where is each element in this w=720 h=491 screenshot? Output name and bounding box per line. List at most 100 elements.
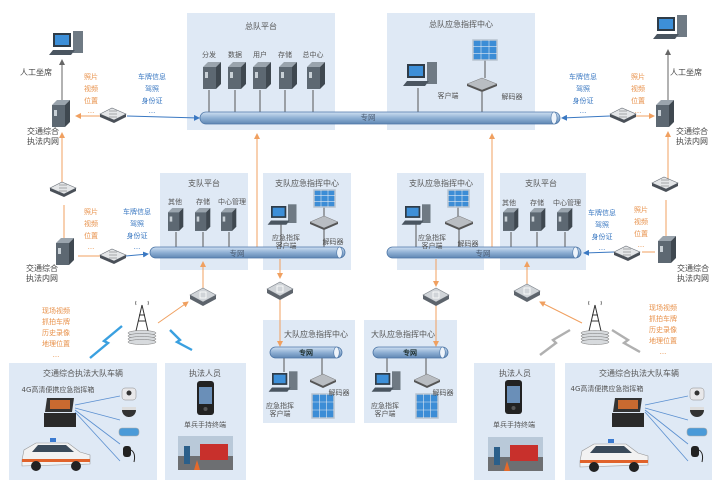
hq-command-title: 总队应急指挥中心 <box>429 20 493 29</box>
brigade-command-box <box>263 320 355 423</box>
decoder-icon <box>444 215 474 230</box>
rearview-mirror-icon <box>686 427 708 437</box>
field-photo <box>488 437 543 471</box>
field-data-label: 历史录像 <box>42 329 70 337</box>
media-label: 照片 <box>631 73 645 81</box>
vehicle-title: 交通综合执法大队车辆 <box>599 369 679 378</box>
server-icon <box>279 62 297 89</box>
intranet-label: 执法内网 <box>27 137 59 146</box>
server-label: 数据 <box>228 51 242 59</box>
router-icon <box>49 181 77 197</box>
seat-label: 人工坐席 <box>20 68 52 77</box>
server-icon <box>168 208 184 231</box>
media-label: 视频 <box>631 85 645 93</box>
client-label: 应急指挥 <box>371 402 399 410</box>
media-label: 视频 <box>634 218 648 226</box>
decoder-label: 解码器 <box>322 238 344 246</box>
info-label: ... <box>133 243 141 251</box>
ptz-camera-icon <box>689 387 705 401</box>
private-net-label: 专网 <box>360 113 376 122</box>
field-data-label: 地理位置 <box>649 337 677 345</box>
client-label: 客户端 <box>437 92 459 100</box>
server-label: 存储 <box>530 199 544 207</box>
device-link <box>74 395 121 406</box>
info-label: ... <box>579 107 587 115</box>
hq-platform-title: 总队平台 <box>245 22 277 31</box>
private-network-bus <box>149 246 346 259</box>
info-label: 驾照 <box>595 221 609 229</box>
field-data-label: 现场视频 <box>42 307 70 315</box>
media-label: ... <box>634 107 642 115</box>
switch-icon <box>266 281 294 300</box>
handheld-terminal-icon <box>505 380 522 414</box>
router-icon <box>613 245 641 261</box>
server-label: 存储 <box>278 51 292 59</box>
connection-line <box>561 114 611 121</box>
ptz-camera-icon <box>121 387 137 401</box>
detachment-platform-title: 支队平台 <box>525 179 557 188</box>
media-label: 视频 <box>84 220 98 228</box>
decoder-label: 解码器 <box>501 93 523 101</box>
server-icon <box>195 208 211 231</box>
server-icon <box>56 238 74 265</box>
brigade-command-title: 大队应急指挥中心 <box>284 330 348 339</box>
wireless-link-icon <box>539 328 571 356</box>
server-label: 中心管理 <box>553 199 581 207</box>
terminal-label: 单兵手持终端 <box>184 421 226 429</box>
server-icon <box>530 208 546 231</box>
field-photo <box>178 436 233 470</box>
private-net-label: 专网 <box>299 349 313 357</box>
intranet-label: 执法内网 <box>676 137 708 146</box>
client-label: 应急指挥 <box>272 234 300 242</box>
client-label: 客户端 <box>275 242 297 250</box>
server-label: 其他 <box>502 199 516 207</box>
router-icon <box>99 248 127 264</box>
decoder-label: 解码器 <box>457 240 479 248</box>
field-data-label: ... <box>659 348 667 356</box>
patrol-car-icon <box>21 438 91 471</box>
bus-end-cap <box>439 346 446 359</box>
bus-end-cap <box>336 246 343 259</box>
info-label: 身份证 <box>126 232 148 240</box>
media-label: 位置 <box>634 230 648 238</box>
client-label: 应急指挥 <box>266 402 294 410</box>
server-icon <box>228 62 246 89</box>
decoder-icon <box>309 215 339 230</box>
private-network-bus <box>372 346 449 359</box>
case-label: 4G高清便携应急指挥箱 <box>21 386 95 394</box>
intranet-label: 交通综合 <box>677 264 709 273</box>
private-net-label: 专网 <box>475 249 491 258</box>
bus-end-cap <box>333 346 340 359</box>
field-data-label: 历史录像 <box>649 326 677 334</box>
detachment-command-title: 支队应急指挥中心 <box>275 179 339 188</box>
client-label: 应急指挥 <box>418 234 446 242</box>
connection-line <box>157 301 189 324</box>
connection-line <box>539 301 583 324</box>
vehicle-title: 交通综合执法大队车辆 <box>43 369 123 378</box>
server-label: 中心管理 <box>218 198 246 206</box>
computer-icon <box>653 15 687 39</box>
field-data-label: ... <box>52 351 60 359</box>
private-network-bus <box>386 246 582 259</box>
handheld-terminal-icon <box>197 381 214 415</box>
device-link <box>74 411 121 462</box>
router-icon <box>609 107 637 123</box>
radio-mic-icon <box>123 446 136 463</box>
media-label: 位置 <box>84 97 98 105</box>
command-case-icon <box>612 398 644 427</box>
intranet-label: 执法内网 <box>26 274 58 283</box>
info-label: 驾照 <box>130 220 144 228</box>
case-label: 4G高清便携应急指挥箱 <box>570 385 644 393</box>
client-label: 客户端 <box>421 242 443 250</box>
server-label: 用户 <box>253 51 267 59</box>
media-label: 位置 <box>84 232 98 240</box>
decoder-icon <box>466 77 498 92</box>
device-link <box>74 409 121 445</box>
computer-icon <box>403 62 437 86</box>
computer-icon <box>49 31 83 55</box>
private-network-bus <box>199 111 561 125</box>
video-wall-icon <box>472 39 498 61</box>
decoder-icon <box>309 373 337 388</box>
info-label: 车牌信息 <box>138 73 166 81</box>
